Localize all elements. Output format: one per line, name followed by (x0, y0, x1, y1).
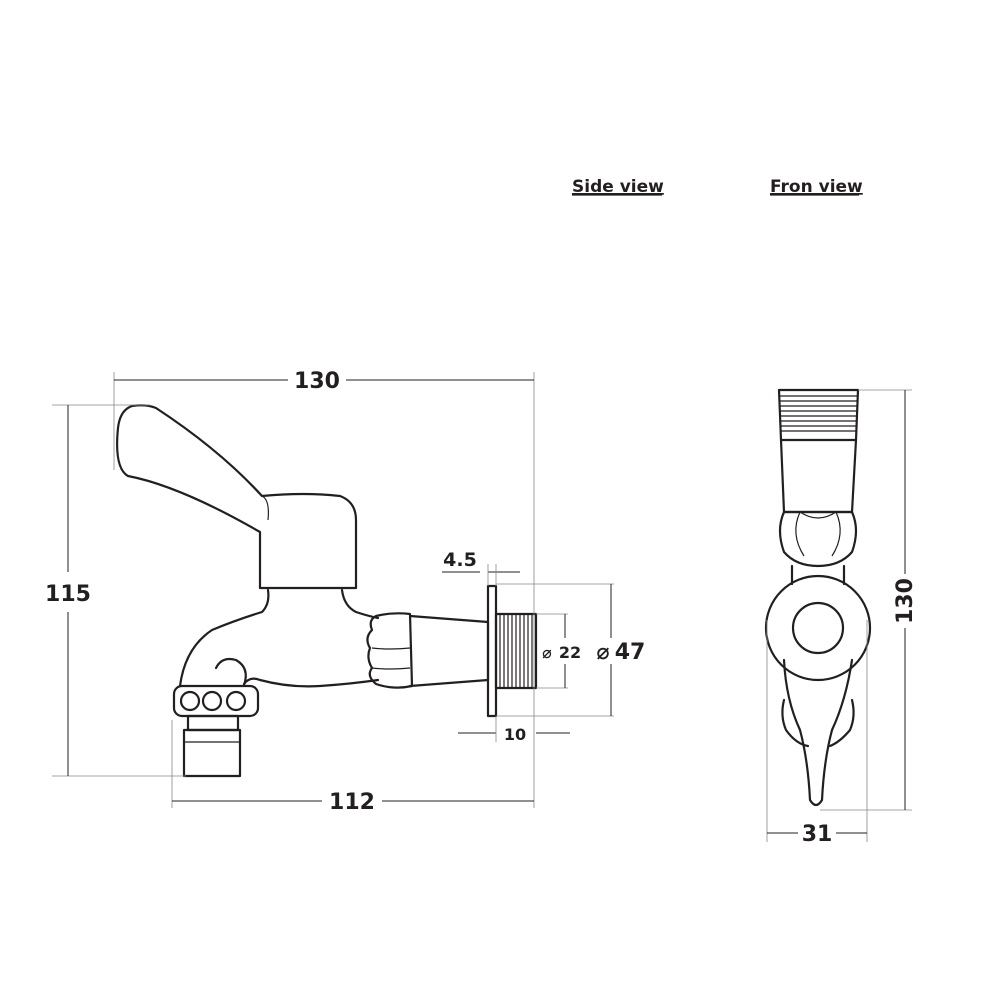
side-hex-nut (366, 612, 414, 689)
dim-base-length: 112 (329, 790, 375, 815)
dim-thread-diameter: 22 (559, 643, 581, 662)
dim-flange-diameter: 47 (615, 640, 646, 665)
front-lower-lever (782, 658, 854, 807)
side-body-neck (178, 588, 270, 688)
side-thread-lines (499, 614, 533, 688)
front-view (764, 388, 872, 807)
side-outlet-ring (186, 714, 240, 732)
diameter-symbol: ⌀ (542, 643, 552, 662)
side-outlet-nut-dot (179, 690, 201, 712)
side-hex-nut-line (371, 647, 411, 670)
front-lever-stem (779, 438, 858, 514)
dim-flange-thickness: 4.5 (443, 549, 477, 571)
side-view-title: Side view (572, 177, 664, 197)
side-lever-handle (116, 404, 358, 590)
side-stem (408, 614, 490, 688)
front-view-title: Fron view (770, 177, 863, 197)
dim-front-width: 31 (802, 822, 833, 847)
front-hex-nut-facets (795, 511, 841, 557)
dim-thread-length: 10 (504, 725, 526, 744)
side-outlet-spout (182, 728, 242, 778)
dim-front-height: 130 (893, 578, 918, 624)
front-view-dimensions: 130 31 (766, 389, 918, 847)
front-outlet-opening (791, 601, 845, 655)
side-body-inner-curve (214, 657, 247, 687)
side-outlet-nut-dot (225, 690, 247, 712)
front-body (764, 574, 872, 682)
side-lever-crease (261, 495, 269, 521)
front-lever-ridges (780, 395, 857, 432)
diameter-symbol: ⌀ (596, 640, 609, 665)
side-view-dimensions: 130 115 112 4.5 10 ⌀ 22 ⌀ (45, 369, 645, 815)
side-flange (486, 584, 498, 718)
dim-overall-length: 130 (294, 369, 340, 394)
side-body-neck-right (340, 588, 380, 620)
side-view (116, 404, 538, 778)
side-body-spout-curve (242, 677, 380, 688)
side-outlet-nut-dot (201, 690, 223, 712)
front-hex-nut (778, 510, 858, 568)
front-lower-body (781, 698, 855, 748)
front-lever-top (777, 388, 860, 442)
dim-overall-height: 115 (45, 582, 91, 607)
